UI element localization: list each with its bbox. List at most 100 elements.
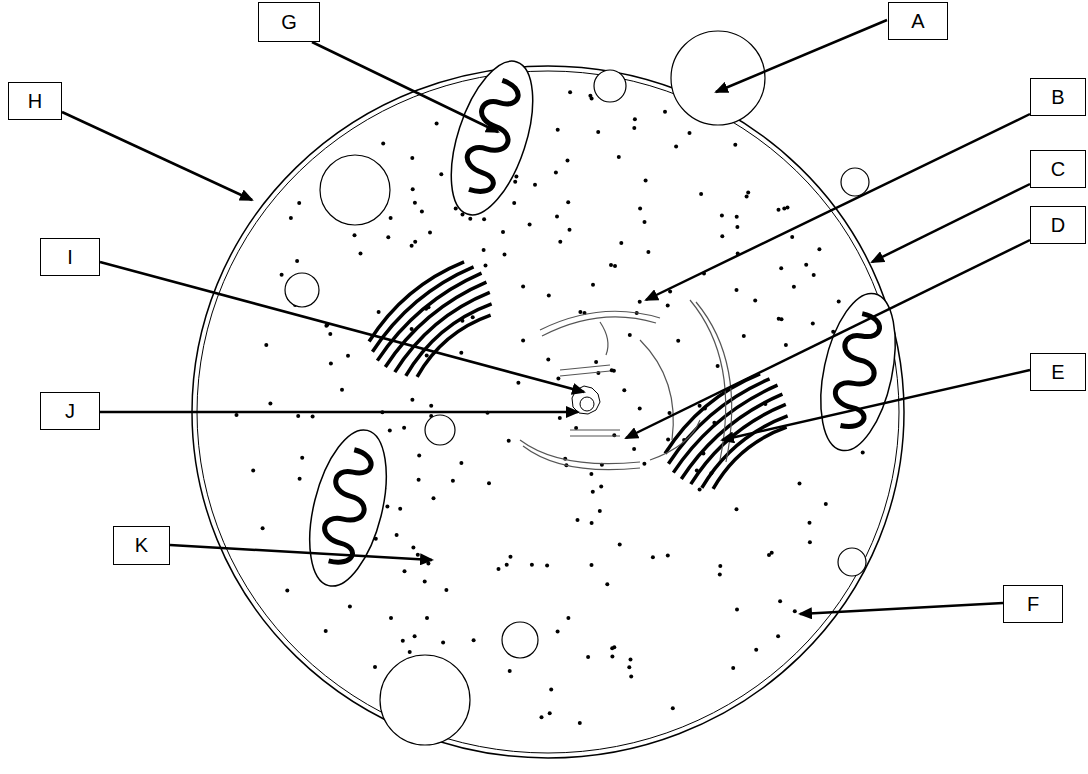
ribosome-dot [735, 288, 739, 292]
ribosome-dot [509, 555, 513, 559]
ribosome-dot [643, 220, 647, 224]
ribosome-dot [472, 638, 476, 642]
ribosome-dot [568, 228, 572, 232]
ribosome-dot [264, 343, 268, 347]
ribosome-dot [590, 521, 594, 525]
ribosome-dot [778, 599, 782, 603]
ribosome-dot [558, 240, 562, 244]
ribosome-dot [420, 210, 424, 214]
ribosome-dot [804, 263, 808, 267]
ribosome-dot [533, 183, 537, 187]
callout-letter: G [281, 11, 297, 34]
ribosome-dot [817, 247, 821, 251]
ribosome-dot [403, 569, 407, 573]
ribosome-dot [798, 482, 802, 486]
ribosome-dot [735, 507, 739, 511]
ribosome-dot [777, 208, 781, 212]
ribosome-dot [296, 414, 300, 418]
ribosome-dot [742, 334, 746, 338]
ribosome-dot [389, 616, 393, 620]
nucleus [520, 300, 732, 470]
ribosome-dot [359, 251, 363, 255]
ribosome-dot [733, 143, 737, 147]
ribosome-dots [235, 90, 883, 725]
ribosome-dot [812, 273, 816, 277]
callout-letter: D [1051, 214, 1065, 237]
ribosome-dot [425, 354, 429, 358]
ribosome-dot [385, 504, 389, 508]
ribosome-dot [861, 451, 865, 455]
ribosome-dot [588, 94, 592, 98]
ribosome-dot [663, 110, 667, 114]
ribosome-dot [521, 284, 525, 288]
ribosome-dot [676, 339, 680, 343]
ribosome-dot [300, 456, 304, 460]
ribosome-dot [578, 310, 582, 314]
callout-box: C [1030, 150, 1086, 188]
callout-box: A [888, 2, 948, 40]
ribosome-dot [745, 195, 749, 199]
ribosome-dot [746, 191, 750, 195]
ribosome-dot [622, 388, 626, 392]
ribosome-dot [786, 205, 790, 209]
golgi [358, 250, 802, 502]
ribosome-dot [451, 479, 455, 483]
ribosome-dot [346, 354, 350, 358]
ribosome-dot [720, 234, 724, 238]
ribosome-dot [612, 645, 616, 649]
leader-lines [62, 20, 1030, 614]
ribosome-dot [596, 130, 600, 134]
mitochondria [296, 51, 908, 593]
ribosome-dot [638, 207, 642, 211]
ribosome-dot [377, 310, 381, 314]
ribosome-dot [484, 263, 488, 267]
ribosome-dot [471, 315, 475, 319]
ribosome-dot [644, 179, 648, 183]
ribosome-dot [411, 546, 415, 550]
ribosome-dot [646, 250, 650, 254]
ribosome-dot [373, 665, 377, 669]
ribosome-dot [619, 241, 623, 245]
ribosome-dot [668, 411, 672, 415]
ribosome-dot [389, 216, 393, 220]
ribosome-dot [285, 589, 289, 593]
ribosome-dot [503, 253, 507, 257]
ribosome-dot [613, 264, 617, 268]
ribosome-dot [558, 416, 562, 420]
ribosome-dot [556, 128, 560, 132]
ribosome-dot [632, 126, 636, 130]
ribosome-dot [632, 447, 636, 451]
ribosome-dot [417, 478, 421, 482]
ribosome-dot [753, 298, 757, 302]
ribosome-dot [429, 404, 433, 408]
ribosome-dot [594, 360, 598, 364]
ribosome-dot [398, 507, 402, 511]
ribosome-dot [508, 669, 512, 673]
ribosome-dot [578, 721, 582, 725]
ribosome-dot [548, 711, 552, 715]
ribosome-dot [651, 555, 655, 559]
ribosome-dot [792, 285, 796, 289]
ribosome-dot [454, 206, 458, 210]
callout-box: E [1030, 353, 1086, 391]
ribosome-dot [530, 563, 534, 567]
ribosome-dot [432, 496, 436, 500]
ribosome-dot [545, 564, 549, 568]
ribosome-dot [598, 509, 602, 513]
ribosome-dot [297, 201, 301, 205]
ribosome-dot [556, 630, 560, 634]
callout-letter: K [135, 534, 148, 557]
ribosome-dot [754, 648, 758, 652]
ribosome-dot [784, 343, 788, 347]
callout-box: K [113, 526, 170, 565]
callout-letter: F [1027, 593, 1039, 616]
callout-letter: J [65, 400, 75, 423]
ribosome-dot [353, 233, 357, 237]
ribosome-dot [410, 156, 414, 160]
ribosome-dot [516, 381, 520, 385]
ribosome-dot [546, 358, 550, 362]
ribosome-dot [568, 90, 572, 94]
ribosome-dot [735, 225, 739, 229]
ribosome-dot [235, 413, 239, 417]
ribosome-dot [617, 155, 621, 159]
